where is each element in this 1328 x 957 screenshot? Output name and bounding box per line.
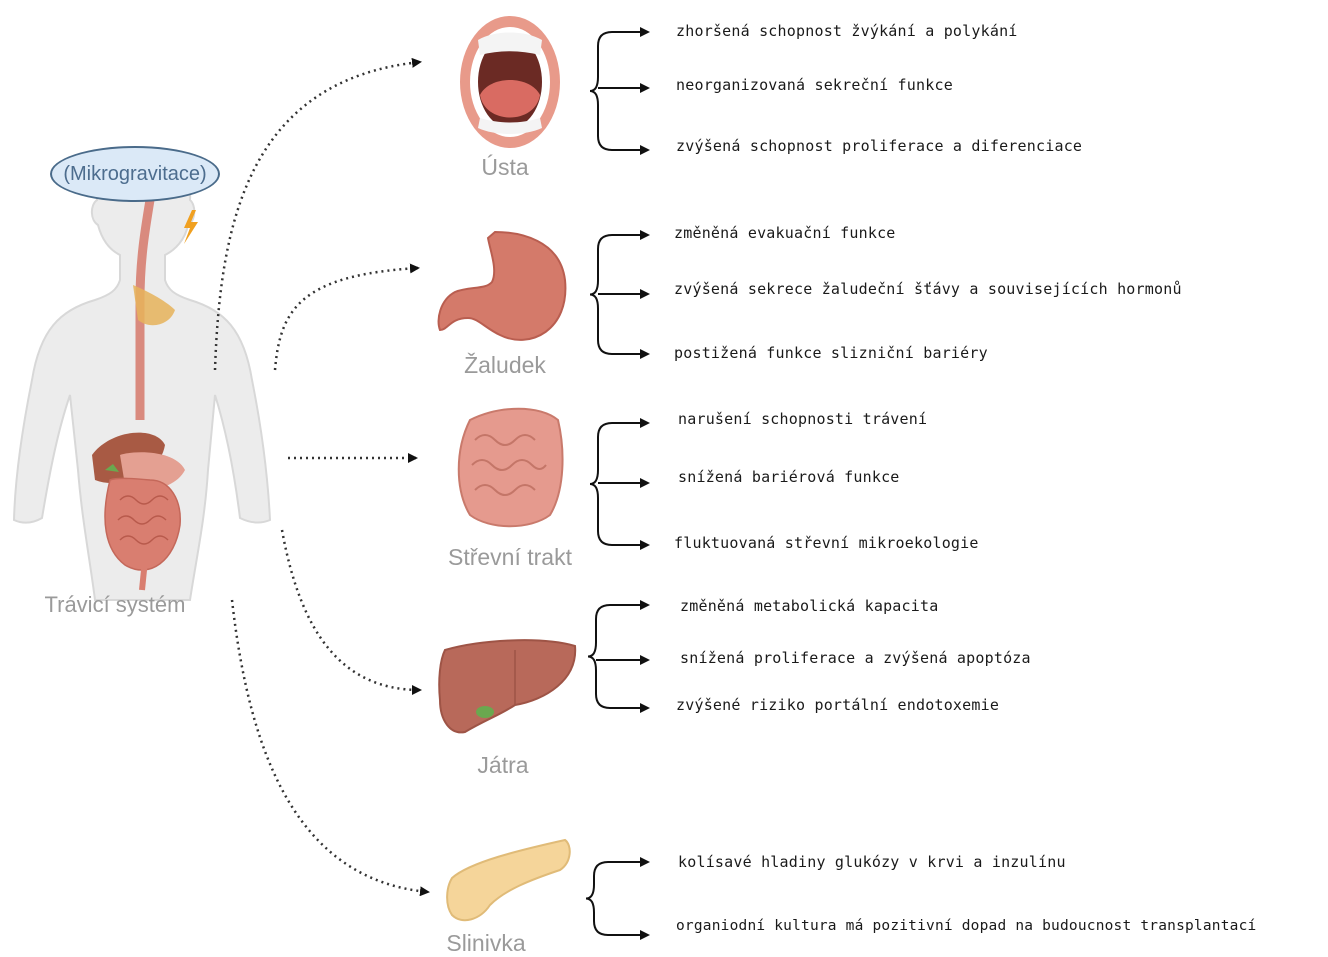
human-body-icon [14,150,270,600]
effect-stomach-3: postižená funkce slizniční bariéry [674,344,988,362]
organ-label-liver: Játra [403,752,603,779]
effect-mouth-2: neorganizovaná sekreční funkce [676,76,953,94]
effect-intestine-2: snížená bariérová funkce [678,468,900,486]
effect-liver-2: snížená proliferace a zvýšená apoptóza [680,649,1031,667]
effect-pancreas-2: organiodní kultura má pozitivní dopad na… [676,918,1256,934]
intestine-icon [459,409,563,527]
effect-intestine-3: fluktuovaná střevní mikroekologie [674,534,979,552]
effect-liver-3: zvýšené riziko portální endotoxemie [676,696,999,714]
bracket [588,605,610,708]
effect-stomach-1: změněná evakuační funkce [674,224,896,242]
microgravity-label: (Mikrogravitace) [50,146,220,202]
digestive-system-label: Trávicí systém [20,592,210,618]
organ-label-intestine: Střevní trakt [410,544,610,571]
effect-mouth-1: zhoršená schopnost žvýkání a polykání [676,22,1018,40]
effect-intestine-1: narušení schopnosti trávení [678,410,927,428]
organ-label-stomach: Žaludek [405,352,605,379]
effect-mouth-3: zvýšená schopnost proliferace a diferenc… [676,137,1082,155]
bracket [586,862,608,935]
pancreas-icon [447,840,570,920]
organ-label-mouth: Ústa [405,154,605,181]
effect-stomach-2: zvýšená sekrece žaludeční šťávy a souvis… [674,280,1182,298]
mouth-icon [460,16,560,148]
effect-pancreas-1: kolísavé hladiny glukózy v krvi a inzulí… [678,853,1066,871]
stomach-icon [439,232,566,340]
bracket [590,32,612,150]
liver-icon [439,640,575,732]
effect-liver-1: změněná metabolická kapacita [680,597,938,615]
organ-label-pancreas: Slinivka [386,930,586,957]
